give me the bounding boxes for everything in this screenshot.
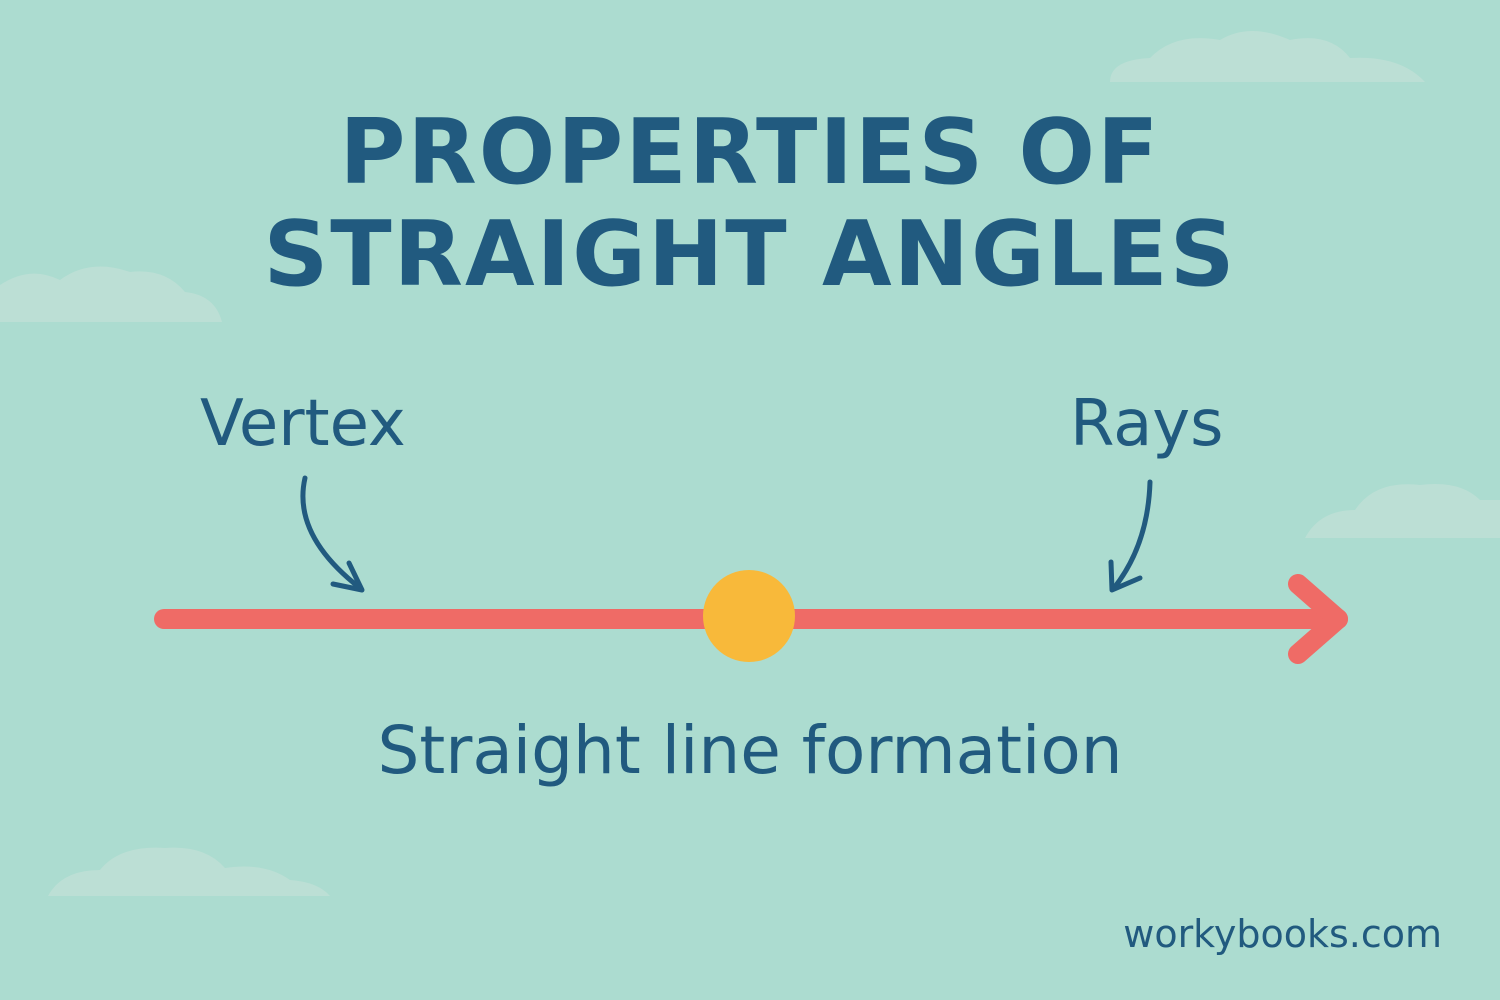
vertex-pointer-arrowhead <box>330 560 365 593</box>
page-title-line-2: STRAIGHT ANGLES <box>263 202 1237 307</box>
vertex-point <box>703 570 795 662</box>
cloud-icon <box>48 847 330 896</box>
page-title-line-1: PROPERTIES OF <box>339 100 1161 205</box>
vertex-label: Vertex <box>200 387 406 461</box>
vertex-pointer-arrow <box>300 475 363 591</box>
caption-label: Straight line formation <box>377 712 1123 789</box>
arrow-icon <box>1288 574 1348 664</box>
rays-label: Rays <box>1070 387 1224 461</box>
cloud-icon <box>1110 31 1425 82</box>
cloud-icon <box>0 266 222 322</box>
cloud-icon <box>1305 484 1500 538</box>
watermark-link[interactable]: workybooks.com <box>1123 912 1442 956</box>
rays-pointer-arrowhead <box>1108 559 1143 593</box>
rays-pointer-arrow <box>1111 479 1153 591</box>
